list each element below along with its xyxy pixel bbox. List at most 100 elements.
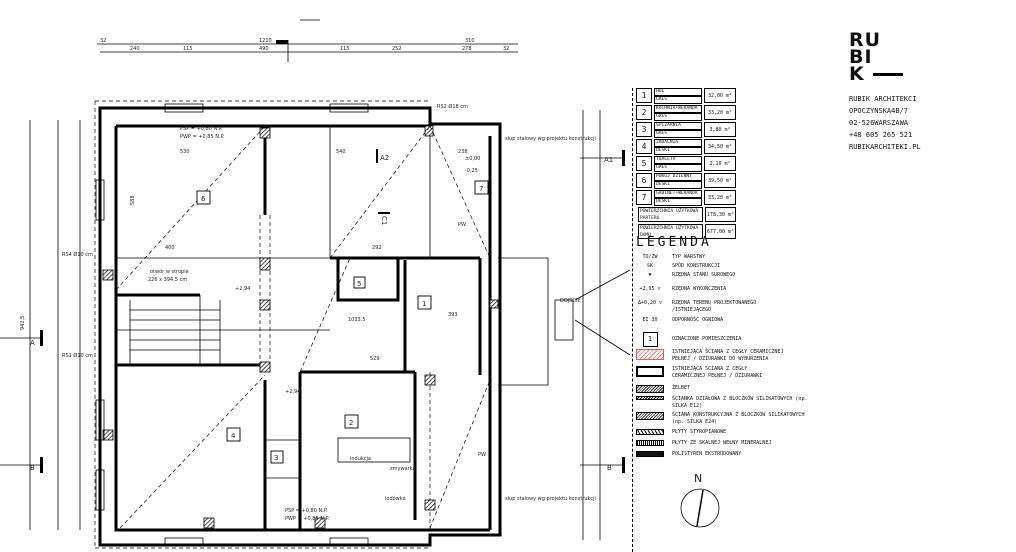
legend-title: LEGENDA xyxy=(636,235,712,250)
total-label: POWIERZCHNIA UŻYTKOWA DOMU xyxy=(638,224,703,239)
level-mark: +2,94 xyxy=(235,286,250,292)
xps-swatch xyxy=(636,451,664,457)
level-terrain-icon: Δ+0,20 ▽ xyxy=(637,300,663,306)
room-name: TOALETA xyxy=(654,156,702,164)
opening-size: 226 x 394,5 cm xyxy=(148,277,187,283)
dim-label: 529 xyxy=(370,356,380,362)
section-a2: A2 xyxy=(380,154,389,162)
total-area: 677,00 m² xyxy=(704,224,736,239)
dim-label: 32 xyxy=(100,38,106,44)
total-label: POWIERZCHNIA UŻYTKOWA PARTERU xyxy=(638,207,703,222)
section-a-left: A xyxy=(30,339,35,347)
legend-item: Δ+0,20 ▽RZĘDNA TERENU PROJEKTOWANEGO /IS… xyxy=(636,300,816,317)
structural-wall-swatch xyxy=(636,412,664,420)
level-mark: ±0,00 xyxy=(465,156,480,162)
pwp-note: PWP = +0,85 N.P. xyxy=(285,516,330,522)
legend-item: +2,95 ▽ RZĘDNA WYKOŃCZENIA xyxy=(636,286,816,300)
level-finish-icon: +2,95 ▽ xyxy=(639,286,661,292)
room-number: 7 xyxy=(636,190,652,205)
demolish-wall-swatch xyxy=(636,349,664,360)
legend-item: ŚCIANKA DZIAŁOWA Z BLOCZKÓW SILIKATOWYCH… xyxy=(636,396,816,412)
legend-symbol: SK xyxy=(646,263,654,269)
fridge-label: lodówka xyxy=(385,495,406,502)
floor-plan: 240 115 490 1210 115 252 278 32 310 32 9… xyxy=(0,19,631,549)
dim-label: 1210 xyxy=(259,38,272,44)
dim-label: 400 xyxy=(165,245,175,251)
room-area: 32,00 m² xyxy=(704,88,736,103)
legend-symbol: EI 30 xyxy=(642,317,658,323)
logo-line: RU xyxy=(849,29,882,51)
psp-note: PŚP = +0,80 N.P. xyxy=(180,125,223,132)
column-note-bottom: słup stalowy wg projektu konstrukcji xyxy=(505,496,596,502)
dim-label: 942,5 xyxy=(20,316,26,330)
rs1-note: RS1 Ø10 cm xyxy=(62,352,93,359)
logo-line: K xyxy=(849,63,865,85)
legend-item: POLISTYREN EKSTRUDOWANY xyxy=(636,451,816,462)
legend-label: ŚCIANA KONSTRUKCYJNA Z BLOCZKÓW SILIKATO… xyxy=(672,412,805,425)
legend-label: POLISTYREN EKSTRUDOWANY xyxy=(672,451,742,457)
legend-item: ŚCIANA KONSTRUKCYJNA Z BLOCZKÓW SILIKATO… xyxy=(636,412,816,429)
firm-info: RUBIK ARCHITEKCI OPOCZYNSKA4B/7 02-526WA… xyxy=(849,93,921,153)
firm-website[interactable]: RUBIKARCHITEKI.PL xyxy=(849,143,921,151)
room-number: 6 xyxy=(636,173,652,188)
legend-symbol: TO/ZW xyxy=(642,254,658,260)
firm-logo: RU BI K xyxy=(849,29,903,85)
dim-label: 588 xyxy=(130,195,136,205)
top-dimension-lines: 240 115 490 1210 115 252 278 32 310 32 xyxy=(97,19,518,62)
room-floor: GRES xyxy=(654,96,702,104)
room-area: 33,20 m² xyxy=(704,105,736,120)
legend-label: ODPORNOŚĆ OGNIOWA xyxy=(672,317,724,323)
room-area: 33,20 m² xyxy=(704,190,736,205)
logo-line: BI xyxy=(849,46,873,68)
room-floor: DESKI xyxy=(654,147,702,155)
mineral-wool-swatch xyxy=(636,440,664,446)
pwp-note: PWP = +0,85 N.P. xyxy=(180,134,225,140)
room-area: 2,10 m² xyxy=(704,156,736,171)
room-number: 3 xyxy=(636,122,652,137)
room-number: 4 xyxy=(636,139,652,154)
legend-item: PŁYTY STYROPIANOWE xyxy=(636,429,816,440)
room-markers: 6 7 1 4 2 3 5 xyxy=(196,180,489,464)
room-floor: DESKI xyxy=(654,181,702,189)
room-2-label: 2 xyxy=(349,419,353,427)
dim-label: 240 xyxy=(130,46,140,52)
concrete-swatch xyxy=(636,385,664,393)
side-dimension-lines: 942,5 xyxy=(20,110,601,540)
firm-street: OPOCZYNSKA4B/7 xyxy=(849,107,909,115)
room-name: JADALNIA xyxy=(654,139,702,147)
legend-label: ŻELBET xyxy=(672,385,691,391)
legend-label: PŁYTY STYROPIANOWE xyxy=(672,429,727,435)
section-b-right: B xyxy=(607,464,612,472)
room-area: 34,50 m² xyxy=(704,139,736,154)
walls xyxy=(94,100,631,549)
styrofoam-swatch xyxy=(636,429,664,435)
level-raw-icon: ▼ xyxy=(648,272,652,278)
legend-item: EI 30 ODPORNOŚĆ OGNIOWA xyxy=(636,317,816,329)
north-arrow-graphic: N xyxy=(680,472,720,528)
logo-bar xyxy=(872,73,903,76)
legend-label: ISTNIEJĄCA ŚCIANA Z CEGŁY CERAMICZNEJ PE… xyxy=(672,366,763,379)
firm-name: RUBIK ARCHITEKCI xyxy=(849,95,917,103)
legend-label: RZĘDNA WYKOŃCZENIA xyxy=(672,286,727,292)
room-name: SPIŻARNIA xyxy=(654,122,702,130)
room-floor: DESKI xyxy=(654,198,702,206)
level-mark: -0,25 xyxy=(465,168,478,174)
room-floor: GRES xyxy=(654,113,702,121)
section-b-left: B xyxy=(30,464,35,472)
legend-item: ISTNIEJĄCA ŚCIANA Z CEGŁY CERAMICZNEJ PE… xyxy=(636,349,816,366)
hob-label: indukcja xyxy=(350,456,371,462)
opening-note: otwór w stropie xyxy=(150,268,189,275)
existing-wall-swatch xyxy=(636,366,664,377)
dim-label: 490 xyxy=(259,46,269,52)
room-marker-icon: 1 xyxy=(642,331,658,347)
legend-label: PŁYTY ZE SKALNEJ WEŁNY MINERALNEJ xyxy=(672,440,772,446)
room-number: 1 xyxy=(636,88,652,103)
room-4-label: 4 xyxy=(231,432,236,440)
column-note-top: słup stalowy wg projektu konstrukcji xyxy=(505,136,596,142)
